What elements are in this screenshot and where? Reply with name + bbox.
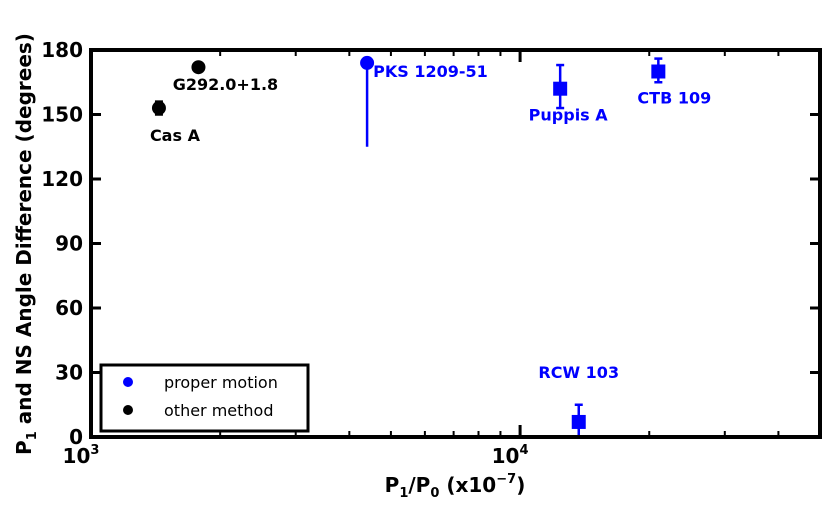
annotation-rcw-103: RCW 103 (538, 363, 619, 382)
annotation-pks-1209-51: PKS 1209-51 (373, 62, 488, 81)
annotation-ctb-109: CTB 109 (637, 89, 711, 108)
annotation-puppis-a: Puppis A (529, 106, 609, 125)
y-tick-label-180: 180 (41, 38, 83, 62)
legend-label-other-method: other method (164, 401, 274, 420)
y-axis-title: P1 and NS Angle Difference (degrees) (12, 33, 40, 455)
marker-pks-1209-51 (360, 55, 375, 70)
x-tick-label-10000: 104 (492, 443, 529, 468)
x-tick-labels: 103 104 (63, 443, 529, 468)
legend-label-proper-motion: proper motion (164, 373, 278, 392)
y-tick-label-150: 150 (41, 103, 83, 127)
marker-g292-0-1-8 (191, 60, 206, 75)
x-tick-label-1000: 103 (63, 443, 100, 468)
y-tick-labels: 0 30 60 90 120 150 180 (41, 38, 83, 449)
legend: proper motion other method (99, 363, 310, 433)
plot-frame (89, 48, 822, 439)
marker-puppis-a (553, 81, 568, 96)
y-tick-label-0: 0 (69, 425, 83, 449)
marker-rcw-103 (571, 414, 586, 429)
legend-marker-proper-motion (123, 377, 133, 387)
y-tick-label-60: 60 (55, 296, 83, 320)
y-tick-label-120: 120 (41, 167, 83, 191)
annotation-g292-0-1-8: G292.0+1.8 (173, 75, 279, 94)
annotation-cas-a: Cas A (150, 126, 201, 145)
y-tick-label-30: 30 (55, 361, 83, 385)
x-axis-title: P1/P0 (x10−7) (385, 472, 526, 501)
marker-cas-a (151, 101, 166, 116)
legend-marker-other-method (123, 405, 133, 415)
marker-ctb-109 (651, 64, 666, 79)
data-markers (151, 55, 666, 429)
y-tick-label-90: 90 (55, 232, 83, 256)
legend-box (99, 363, 310, 433)
